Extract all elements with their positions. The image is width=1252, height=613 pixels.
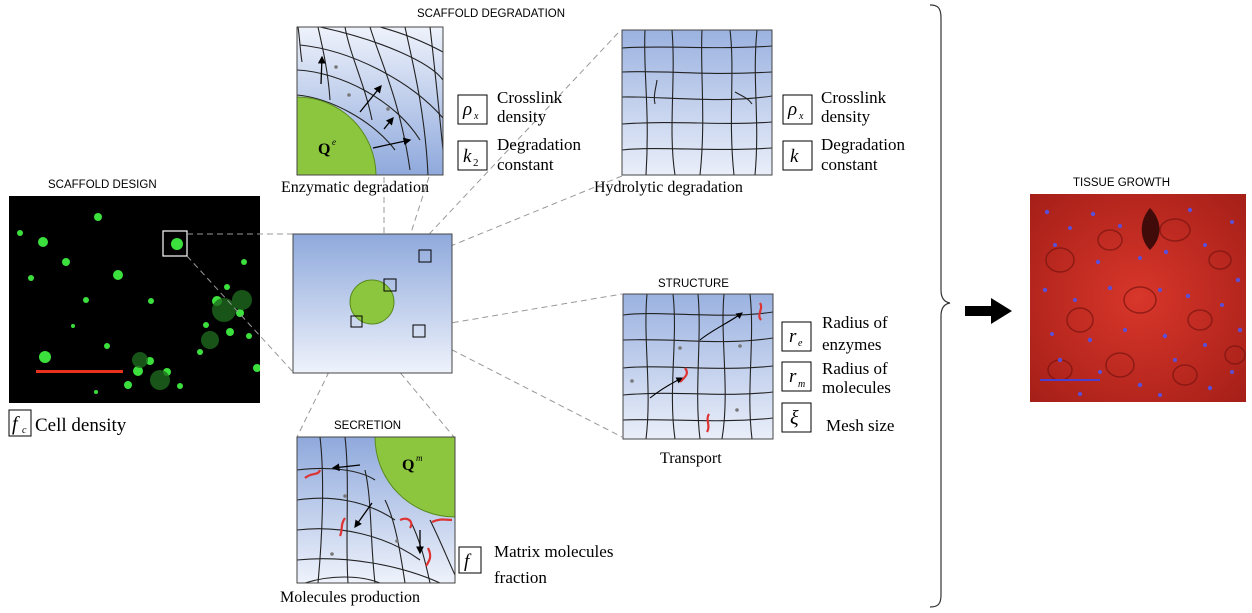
structure-panel: Transport <box>622 293 774 467</box>
svg-text:ρ: ρ <box>787 99 797 120</box>
secretion-params: f Matrix molecules fraction <box>458 542 613 587</box>
scaffold-design-title: SCAFFOLD DESIGN <box>48 179 157 191</box>
svg-text:f: f <box>464 551 472 572</box>
hydrolytic-params: ρ x Crosslink density k Degradation cons… <box>782 88 906 174</box>
svg-text:2: 2 <box>473 157 479 169</box>
svg-text:x: x <box>798 111 804 122</box>
degradation-symbol: k <box>463 146 472 167</box>
secretion-title: SECRETION <box>334 420 401 432</box>
zoom-box-secretion <box>350 315 363 328</box>
fluorescent-cells <box>17 213 260 394</box>
tissue-growth-title: TISSUE GROWTH <box>1073 177 1170 189</box>
zoom-box-hydrolytic <box>418 249 432 263</box>
svg-text:density: density <box>821 107 871 126</box>
svg-text:Crosslink: Crosslink <box>497 88 563 107</box>
svg-text:enzymes: enzymes <box>822 335 881 354</box>
svg-text:k: k <box>790 146 799 167</box>
svg-text:constant: constant <box>821 155 878 174</box>
transport-caption: Transport <box>660 450 722 467</box>
svg-text:Radius of: Radius of <box>822 359 888 378</box>
svg-text:Degradation: Degradation <box>497 135 582 154</box>
svg-text:Mesh size: Mesh size <box>826 416 894 435</box>
svg-text:c: c <box>22 425 27 436</box>
svg-text:x: x <box>473 111 479 122</box>
secretion-cell-label: Q <box>402 457 414 474</box>
svg-text:Crosslink: Crosslink <box>821 88 887 107</box>
svg-text:constant: constant <box>497 155 554 174</box>
zoom-box-structure <box>412 324 426 338</box>
scaffold-degradation-title: SCAFFOLD DEGRADATION <box>417 8 565 20</box>
cell-density-param: f c Cell density <box>8 409 127 437</box>
enzymatic-caption: Enzymatic degradation <box>281 179 429 196</box>
curly-brace <box>929 4 951 608</box>
svg-text:Radius of: Radius of <box>822 313 888 332</box>
enzymatic-cell-label: Q <box>318 141 330 158</box>
svg-text:r: r <box>789 326 797 347</box>
tissue-scale-bar <box>1040 379 1100 381</box>
crosslink-symbol: ρ <box>462 99 472 120</box>
svg-text:density: density <box>497 107 547 126</box>
svg-text:molecules: molecules <box>822 378 891 397</box>
structure-params: r e Radius of enzymes r m Radius of mole… <box>781 313 894 435</box>
fluorescence-image <box>9 196 260 403</box>
enzymatic-panel: Q e Enzymatic degradation <box>281 26 444 196</box>
enzymatic-params: ρ x Crosslink density k 2 Degradation co… <box>457 88 582 174</box>
scale-bar <box>36 370 123 373</box>
molecules-production-caption: Molecules production <box>280 589 420 606</box>
svg-text:e: e <box>332 137 336 147</box>
tissue-image <box>1030 194 1246 402</box>
svg-text:Degradation: Degradation <box>821 135 906 154</box>
scaffold-central <box>292 233 453 374</box>
zoom-box-enzymatic <box>383 278 397 292</box>
svg-text:fraction: fraction <box>494 568 547 587</box>
cell-density-symbol: f <box>12 413 20 435</box>
svg-text:e: e <box>798 338 803 349</box>
hydrolytic-panel: Hydrolytic degradation <box>594 29 773 196</box>
secretion-panel: Q m Molecules production <box>280 436 456 606</box>
svg-text:m: m <box>798 379 805 390</box>
svg-text:ξ: ξ <box>790 407 799 429</box>
hydrolytic-caption: Hydrolytic degradation <box>594 179 743 196</box>
nuclei <box>1042 207 1243 397</box>
svg-text:r: r <box>789 366 797 387</box>
cell-density-label: Cell density <box>35 415 127 436</box>
structure-title: STRUCTURE <box>658 278 729 290</box>
zoom-box <box>162 230 188 257</box>
cell-circle <box>349 279 395 325</box>
svg-text:Matrix molecules: Matrix molecules <box>494 542 613 561</box>
svg-text:m: m <box>416 453 423 463</box>
result-arrow <box>965 298 1012 324</box>
